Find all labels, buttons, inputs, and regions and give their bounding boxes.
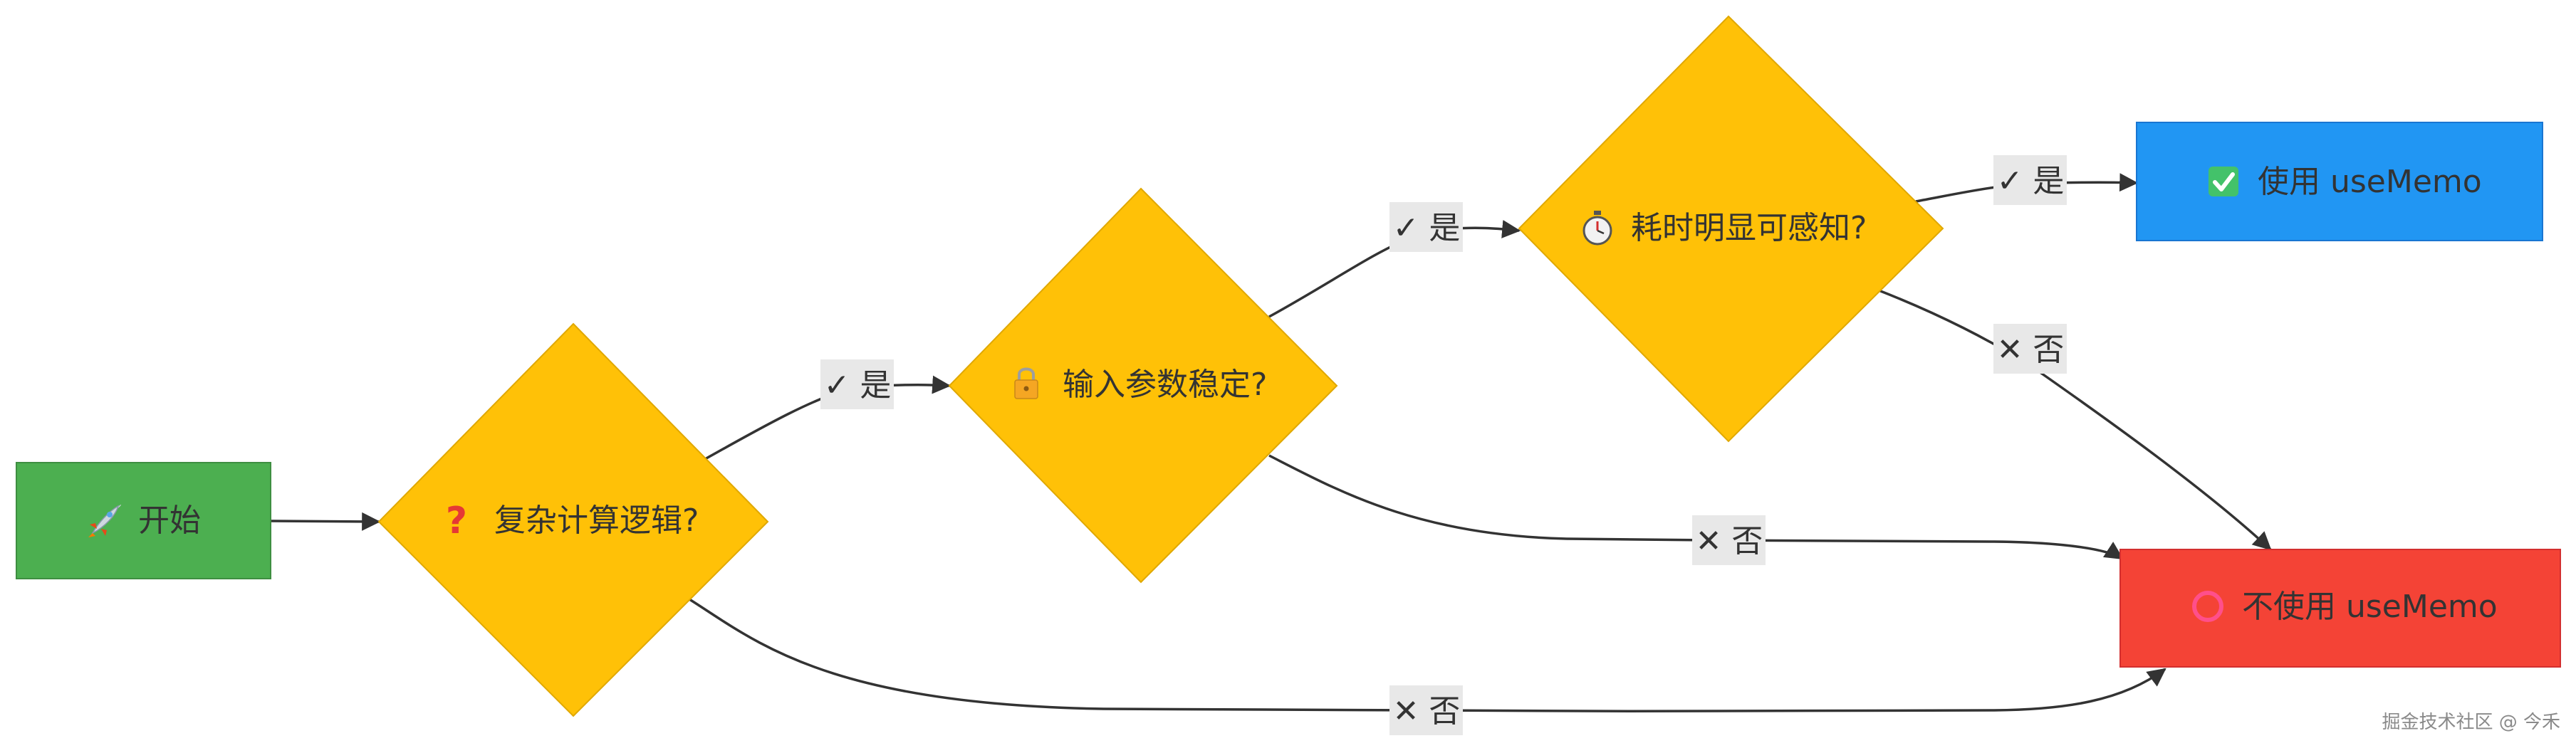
- rocket-icon: [88, 505, 121, 537]
- node-q3-diamond: [1518, 15, 1944, 443]
- edge-label-q2-yes: ✓ 是: [1389, 202, 1463, 252]
- node-q2-label: 输入参数稳定?: [1063, 367, 1267, 403]
- node-q1-decision: ? 复杂计算逻辑?: [377, 322, 769, 717]
- node-nouse-label: 不使用 useMemo: [2242, 589, 2498, 625]
- edge-label-bg: [1692, 515, 1766, 565]
- edge-label-q2-no: ✕ 否: [1692, 515, 1766, 565]
- node-q3-label: 耗时明显可感知?: [1631, 210, 1867, 246]
- node-q2-decision: 输入参数稳定?: [948, 187, 1338, 584]
- edge-start-to-q1: [270, 512, 381, 531]
- edge-label-bg: [1993, 155, 2067, 205]
- svg-text:?: ?: [446, 500, 467, 542]
- watermark: 掘金技术社区 @ 今禾: [2382, 712, 2560, 733]
- node-start: 开始: [16, 462, 271, 579]
- edge-label-bg: [1389, 685, 1463, 735]
- edge-label-q3-yes: ✓ 是: [1993, 155, 2067, 205]
- node-q1-label: 复杂计算逻辑?: [494, 502, 699, 539]
- lock-icon: [1014, 367, 1038, 399]
- edge-label-bg: [1993, 324, 2067, 374]
- node-q1-diamond: [377, 322, 769, 717]
- edge-label-q1-yes: ✓ 是: [820, 359, 894, 409]
- node-start-label: 开始: [138, 502, 201, 539]
- stopwatch-icon: [1582, 211, 1612, 246]
- edge-label-bg: [1389, 202, 1463, 252]
- edge-label-text: ✕ 否: [1696, 523, 1763, 559]
- node-start-box: [16, 462, 271, 579]
- edge-label-text: ✕ 否: [1393, 693, 1461, 730]
- edge-labels: ✓ 是 ✓ 是 ✓ 是 ✕ 否 ✕ 否 ✕ 否: [820, 155, 2067, 735]
- edge-label-text: ✓ 是: [824, 367, 892, 404]
- edge-label-q1-no: ✕ 否: [1389, 685, 1463, 735]
- node-use-box: [2136, 122, 2543, 241]
- node-use-label: 使用 useMemo: [2258, 164, 2482, 200]
- node-use-usememo: 使用 useMemo: [2136, 122, 2543, 241]
- edge-label-text: ✕ 否: [1997, 332, 2065, 368]
- circle-icon: [2192, 591, 2223, 622]
- edge-label-text: ✓ 是: [1393, 210, 1461, 246]
- edge-label-q3-no: ✕ 否: [1993, 324, 2067, 374]
- edge-label-bg: [820, 359, 894, 409]
- check-box-icon: [2209, 167, 2238, 196]
- edge-label-text: ✓ 是: [1997, 163, 2065, 199]
- question-mark-icon: ?: [446, 500, 467, 542]
- node-q3-decision: 耗时明显可感知?: [1518, 15, 1944, 443]
- edge-q3-no-to-nouse: [1878, 289, 2272, 551]
- node-q2-diamond: [948, 187, 1338, 584]
- node-not-use-usememo: 不使用 useMemo: [2119, 549, 2561, 668]
